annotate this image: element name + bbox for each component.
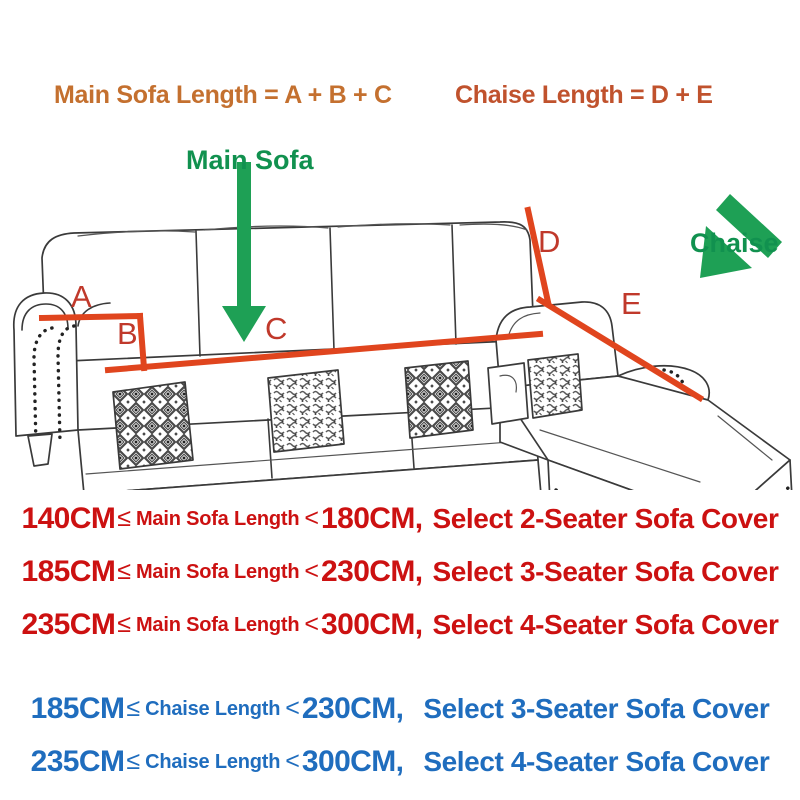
rule-recommendation: Select 2-Seater Sofa Cover <box>432 502 779 534</box>
chaise-rule-row: 185CM ≤ Chaise Length < 230CM, Select 3-… <box>0 682 800 735</box>
main-sofa-rule-row: 235CM ≤ Main Sofa Length < 300CM, Select… <box>0 598 800 651</box>
segment-label-b: B <box>117 316 138 351</box>
rule-min-value: 235CM <box>30 744 125 778</box>
rule-max-value: 300CM, <box>321 607 423 641</box>
rule-measure-label: Chaise Length <box>145 750 281 773</box>
rule-operator-low: ≤ <box>126 694 141 722</box>
segment-label-d: D <box>538 224 561 259</box>
pillow-diamond-1 <box>112 381 194 470</box>
rule-min-value: 185CM <box>21 554 116 588</box>
rule-operator-low: ≤ <box>117 504 131 532</box>
pillow-squiggle-2 <box>527 353 583 419</box>
chaise-size-rules: 185CM ≤ Chaise Length < 230CM, Select 3-… <box>0 682 800 788</box>
rule-recommendation: Select 4-Seater Sofa Cover <box>432 608 779 640</box>
rule-operator-high: < <box>285 694 300 722</box>
rule-min-value: 140CM <box>21 501 116 535</box>
formula-header-row: Main Sofa Length = A + B + C Chaise Leng… <box>0 78 800 112</box>
rule-measure-label: Main Sofa Length <box>135 560 300 583</box>
rule-operator-low: ≤ <box>126 747 141 775</box>
rule-measure-label: Main Sofa Length <box>135 613 300 636</box>
segment-label-a: A <box>71 279 92 314</box>
rule-max-value: 230CM, <box>321 554 423 588</box>
rule-max-value: 180CM, <box>321 501 423 535</box>
rule-operator-low: ≤ <box>117 557 131 585</box>
rule-max-value: 230CM, <box>301 691 404 725</box>
rule-measure-label: Main Sofa Length <box>135 507 300 530</box>
rule-max-value: 300CM, <box>301 744 404 778</box>
pillow-diamond-2 <box>404 360 474 439</box>
rule-operator-high: < <box>304 504 320 532</box>
chaise-callout-label: Chaise <box>690 228 779 258</box>
rule-min-value: 185CM <box>30 691 125 725</box>
sofa-line-drawing: .sk { fill:#ffffff; stroke:#3a3a3a; stro… <box>13 162 793 490</box>
sectional-sofa-diagram: .sk { fill:#ffffff; stroke:#3a3a3a; stro… <box>0 130 800 490</box>
chaise-length-formula: Chaise Length = D + E <box>455 81 713 109</box>
main-sofa-callout-label: Main Sofa <box>186 145 314 175</box>
main-sofa-size-rules: 140CM ≤ Main Sofa Length < 180CM, Select… <box>0 492 800 651</box>
rule-operator-high: < <box>304 557 320 585</box>
measure-line-b <box>136 312 148 372</box>
rule-operator-high: < <box>285 747 300 775</box>
main-sofa-length-formula: Main Sofa Length = A + B + C <box>54 81 392 109</box>
rule-recommendation: Select 3-Seater Sofa Cover <box>432 555 779 587</box>
main-sofa-rule-row: 140CM ≤ Main Sofa Length < 180CM, Select… <box>0 492 800 545</box>
main-sofa-arrow-icon <box>222 162 266 342</box>
main-sofa-rule-row: 185CM ≤ Main Sofa Length < 230CM, Select… <box>0 545 800 598</box>
measure-line-d <box>524 206 552 306</box>
rule-min-value: 235CM <box>21 607 116 641</box>
chaise-arrow-icon <box>700 194 782 278</box>
measure-line-c <box>104 330 544 374</box>
measure-line-e <box>535 295 705 403</box>
measure-line-a <box>38 312 144 322</box>
rule-operator-high: < <box>304 610 320 638</box>
chaise-rule-row: 235CM ≤ Chaise Length < 300CM, Select 4-… <box>0 735 800 788</box>
rule-recommendation: Select 3-Seater Sofa Cover <box>423 692 770 724</box>
rule-measure-label: Chaise Length <box>145 697 281 720</box>
rule-recommendation: Select 4-Seater Sofa Cover <box>423 745 770 777</box>
rule-operator-low: ≤ <box>117 610 131 638</box>
pillow-squiggle-1 <box>267 369 345 453</box>
segment-label-e: E <box>621 286 642 321</box>
segment-label-c: C <box>265 311 288 346</box>
